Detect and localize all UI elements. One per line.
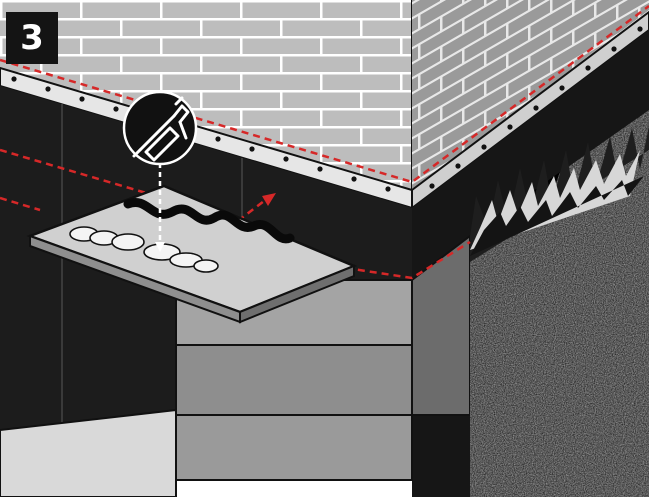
step-badge: 3 xyxy=(6,12,58,64)
caulk-gun-icon xyxy=(124,92,196,164)
